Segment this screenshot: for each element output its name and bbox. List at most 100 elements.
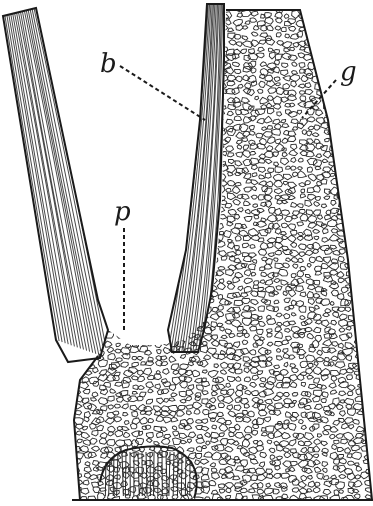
- tissue-cell: [114, 139, 123, 144]
- tissue-cell: [242, 386, 247, 390]
- tissue-cell: [354, 494, 360, 499]
- tissue-cell: [179, 473, 188, 479]
- tissue-cell: [132, 392, 137, 395]
- tissue-cell: [146, 62, 151, 67]
- tissue-cell: [120, 158, 129, 164]
- tissue-cell: [154, 13, 159, 16]
- tissue-cell: [364, 399, 371, 404]
- tissue-cell: [154, 141, 160, 144]
- tissue-cell: [181, 213, 189, 220]
- tissue-cell: [305, 200, 312, 206]
- tissue-cell: [365, 322, 372, 328]
- tissue-cell: [139, 40, 148, 47]
- tissue-cell: [90, 167, 97, 173]
- tissue-cell: [147, 286, 154, 292]
- tissue-cell: [240, 49, 246, 54]
- tissue-cell: [275, 54, 282, 60]
- tissue-cell: [243, 145, 248, 149]
- tissue-cell: [281, 232, 287, 235]
- tissue-cell: [257, 89, 262, 93]
- tissue-cell: [145, 148, 151, 152]
- tissue-cell: [139, 202, 146, 208]
- tissue-cell: [203, 410, 209, 415]
- right-fibrous-sheath: [168, 4, 224, 352]
- tissue-cell: [141, 159, 146, 163]
- tissue-cell: [360, 187, 369, 193]
- tissue-cell: [300, 361, 308, 367]
- tissue-cell: [129, 250, 139, 258]
- tissue-cell: [85, 232, 91, 237]
- tissue-cell: [359, 202, 368, 209]
- tissue-cell: [194, 42, 199, 47]
- tissue-cell: [69, 15, 74, 19]
- tissue-cell: [229, 334, 235, 338]
- tissue-cell: [109, 278, 114, 282]
- tissue-cell: [237, 326, 243, 331]
- tissue-cell: [353, 419, 359, 424]
- tissue-cell: [307, 476, 312, 480]
- tissue-cell: [107, 440, 115, 446]
- tissue-cell: [323, 313, 330, 317]
- tissue-cell: [267, 238, 275, 243]
- tissue-cell: [123, 49, 131, 55]
- tissue-cell: [348, 409, 356, 416]
- tissue-cell: [227, 75, 236, 81]
- tissue-cell: [233, 186, 241, 193]
- tissue-cell: [165, 120, 171, 124]
- tissue-cell: [206, 441, 211, 445]
- tissue-cell: [237, 208, 243, 212]
- tissue-cell: [114, 265, 123, 269]
- tissue-cell: [141, 265, 146, 269]
- tissue-cell: [242, 168, 249, 174]
- tissue-cell: [268, 253, 274, 257]
- tissue-cell: [235, 369, 242, 374]
- tissue-cell: [269, 52, 275, 59]
- tissue-cell: [314, 362, 318, 366]
- tissue-cell: [156, 329, 162, 333]
- tissue-cell: [66, 76, 71, 82]
- tissue-cell: [357, 243, 363, 248]
- tissue-cell: [282, 494, 288, 499]
- tissue-cell: [146, 337, 153, 341]
- papilla-stripe: [105, 452, 106, 496]
- tissue-cell: [113, 321, 120, 327]
- tissue-cell: [184, 195, 190, 201]
- tissue-cell: [94, 119, 99, 124]
- tissue-cell: [107, 347, 113, 353]
- tissue-cell: [104, 123, 112, 130]
- tissue-cell: [244, 368, 249, 373]
- tissue-cell: [91, 207, 97, 212]
- tissue-cell: [77, 126, 82, 130]
- tissue-cell: [106, 171, 113, 177]
- tissue-cell: [226, 383, 231, 387]
- tissue-cell: [355, 222, 363, 228]
- tissue-cell: [274, 365, 280, 369]
- tissue-cell: [256, 446, 264, 452]
- tissue-cell: [238, 84, 244, 88]
- tissue-cell: [258, 47, 265, 51]
- tissue-cell: [161, 277, 169, 283]
- tissue-cell: [125, 344, 130, 348]
- tissue-cell: [92, 55, 99, 60]
- tissue-cell: [349, 146, 356, 151]
- tissue-cell: [363, 384, 371, 391]
- tissue-cell: [243, 256, 252, 262]
- tissue-cell: [283, 291, 287, 296]
- tissue-cell: [363, 215, 372, 221]
- tissue-cell: [155, 384, 161, 389]
- tissue-cell: [291, 119, 299, 124]
- tissue-cell: [321, 179, 327, 184]
- tissue-cell: [139, 346, 148, 352]
- tissue-cell: [347, 189, 355, 194]
- tissue-cell: [87, 404, 96, 411]
- tissue-cell: [306, 489, 312, 492]
- tissue-cell: [104, 89, 112, 93]
- tissue-cell: [364, 418, 369, 421]
- label-g: g: [340, 57, 357, 87]
- tissue-cell: [74, 6, 81, 12]
- tissue-cell: [79, 256, 88, 262]
- tissue-cell: [236, 250, 242, 255]
- tissue-cell: [275, 167, 283, 173]
- tissue-cell: [130, 188, 136, 192]
- tissue-cell: [316, 256, 323, 261]
